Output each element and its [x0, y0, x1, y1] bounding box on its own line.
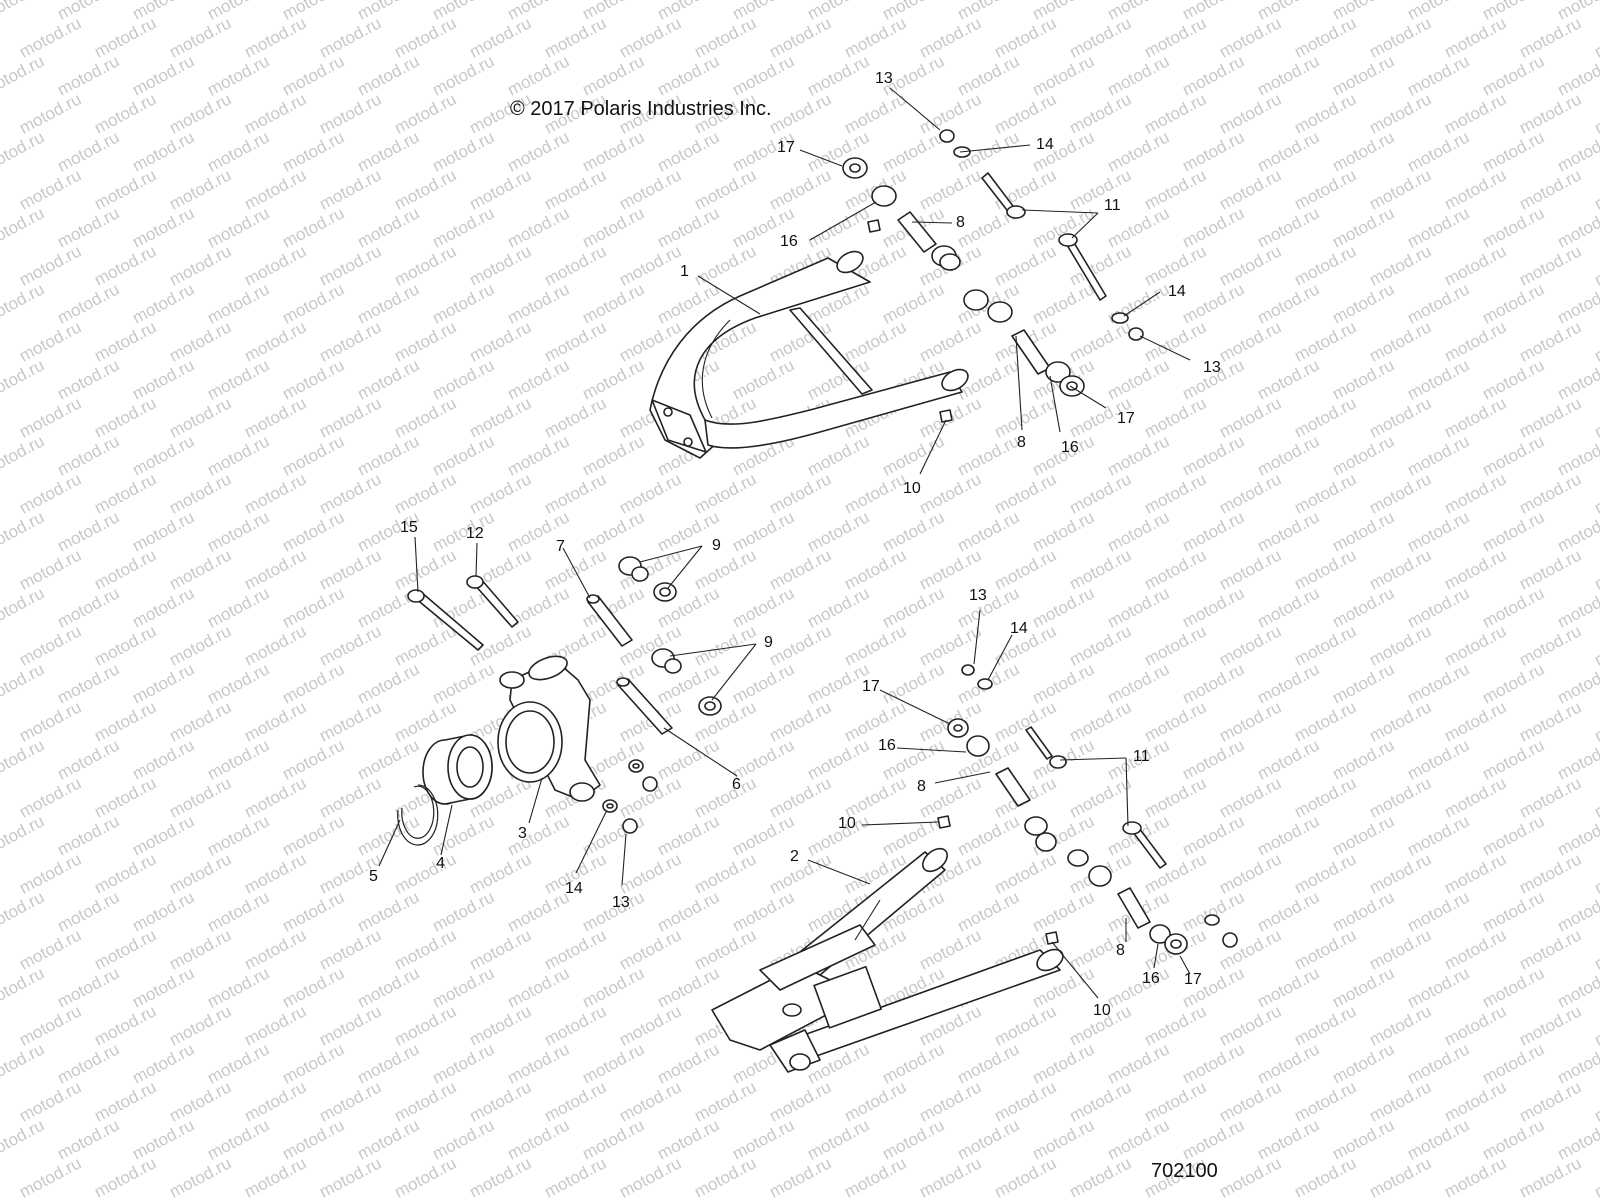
- leader-lines: [378, 87, 1191, 999]
- callout-15: 15: [400, 519, 418, 536]
- callout-16-upper-a: 16: [780, 233, 798, 250]
- bearing-carrier: [497, 655, 601, 802]
- callout-10-upper: 10: [903, 480, 921, 497]
- bolt-11-lower-a: [1025, 726, 1067, 769]
- callout-14-left: 14: [565, 880, 583, 897]
- callout-6: 6: [732, 776, 741, 793]
- upper-bushings: [842, 129, 1144, 423]
- callout-7: 7: [556, 538, 565, 555]
- callout-8-upper-b: 8: [1017, 434, 1026, 451]
- callout-3: 3: [518, 825, 527, 842]
- lower-hardware: [602, 664, 1238, 955]
- callout-16-lower-b: 16: [1142, 970, 1160, 987]
- callout-5: 5: [369, 868, 378, 885]
- bolt-12: [466, 575, 519, 628]
- callout-9-b: 9: [764, 634, 773, 651]
- bolt-11-upper-b: [1058, 233, 1107, 301]
- callout-8-lower-b: 8: [1116, 942, 1125, 959]
- lower-a-arm: [711, 847, 1064, 1073]
- callout-16-upper-b: 16: [1061, 439, 1079, 456]
- callout-12: 12: [466, 525, 484, 542]
- callout-14-lower: 14: [1010, 620, 1028, 637]
- callout-13-upper-right: 13: [1203, 359, 1221, 376]
- copyright-notice: © 2017 Polaris Industries Inc.: [510, 98, 772, 120]
- snap-ring: [397, 784, 439, 846]
- callout-17-upper-b: 17: [1117, 410, 1135, 427]
- callout-4: 4: [436, 855, 445, 872]
- callout-17-lower-b: 17: [1184, 971, 1202, 988]
- bolt-11-lower-b: [1122, 821, 1167, 869]
- wheel-bearing: [422, 734, 493, 805]
- callout-10-lower-a: 10: [838, 815, 856, 832]
- callout-8-lower-a: 8: [917, 778, 926, 795]
- callout-16-lower-a: 16: [878, 737, 896, 754]
- callout-1: 1: [680, 263, 689, 280]
- callout-11-upper: 11: [1104, 197, 1121, 214]
- callout-17-upper-a: 17: [777, 139, 795, 156]
- callout-10-lower-b: 10: [1093, 1002, 1111, 1019]
- pin-7: [586, 594, 633, 647]
- callout-17-lower-a: 17: [862, 678, 880, 695]
- callout-13-top: 13: [875, 70, 893, 87]
- callout-14-upper-right: 14: [1168, 283, 1186, 300]
- callout-13-left: 13: [612, 894, 630, 911]
- callout-13-lower: 13: [969, 587, 987, 604]
- callout-2: 2: [790, 848, 799, 865]
- bushings-9: [618, 556, 722, 716]
- diagram-number: 702100: [1151, 1160, 1218, 1182]
- upper-a-arm: [649, 250, 969, 459]
- callout-11-lower: 11: [1133, 748, 1150, 765]
- bolt-15: [407, 589, 484, 651]
- bolt-11-upper-a: [981, 172, 1026, 219]
- callout-8-upper-a: 8: [956, 214, 965, 231]
- callout-14-top: 14: [1036, 136, 1054, 153]
- pin-6: [616, 677, 673, 735]
- callout-9-a: 9: [712, 537, 721, 554]
